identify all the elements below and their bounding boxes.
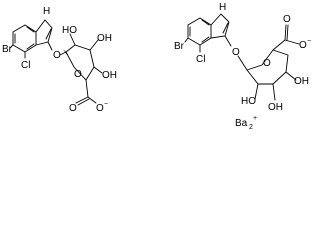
left-o-link-label: O	[53, 50, 61, 61]
right-o-minus-label: O	[299, 40, 307, 51]
right-oh-c-label: OH	[294, 76, 309, 87]
chemical-structure-diagram: H N Br Cl O HO OH OH O O O − H N Br Cl	[2, 2, 311, 131]
left-minus-charge: −	[104, 101, 108, 108]
right-nh-label: H	[219, 2, 226, 13]
right-minus-charge: −	[307, 38, 311, 45]
right-o-link-label: O	[232, 47, 240, 58]
left-ho-label: HO	[62, 25, 77, 36]
right-br-label: Br	[174, 41, 185, 52]
counterion-charge: +	[253, 115, 257, 122]
right-oh-b-label: OH	[268, 102, 283, 113]
left-br-label: Br	[2, 44, 13, 55]
left-nh-label: H	[43, 6, 50, 17]
right-carboxyl-o-label: O	[283, 14, 291, 25]
left-oh-b-label: OH	[97, 33, 112, 44]
left-carboxyl-o-label: O	[69, 103, 77, 114]
left-cl-label: Cl	[21, 60, 30, 71]
right-cl-label: Cl	[196, 54, 205, 65]
left-o-minus-label: O	[96, 103, 104, 114]
right-ho-label: HO	[241, 96, 256, 107]
right-ring-o-label: O	[263, 58, 271, 69]
left-oh-c-label: OH	[102, 70, 117, 81]
counterion-subscript: 2	[249, 124, 253, 131]
counterion-symbol: Ba	[235, 118, 248, 129]
right-molecule	[184, 13, 300, 101]
left-ring-o-label: O	[74, 69, 82, 80]
left-molecule	[9, 19, 103, 106]
